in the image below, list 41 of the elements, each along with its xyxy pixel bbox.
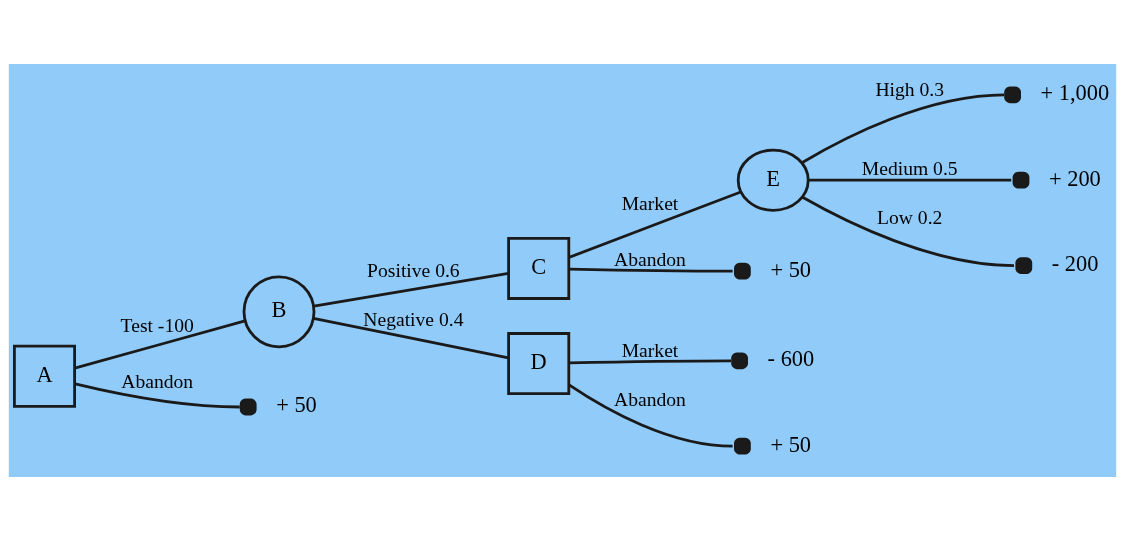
node-box: C bbox=[507, 236, 571, 300]
edge-label: Abandon bbox=[614, 248, 686, 270]
edge-label: Positive 0.6 bbox=[367, 260, 460, 282]
edge-label: Market bbox=[621, 339, 679, 361]
connector bbox=[808, 178, 1012, 182]
node-label: + 1,000 bbox=[1040, 80, 1110, 106]
node-dot bbox=[1004, 86, 1021, 104]
edge-label: Test -100 bbox=[120, 314, 194, 336]
node-box: A bbox=[13, 344, 76, 408]
node-dot bbox=[731, 352, 748, 370]
node-label: - 200 bbox=[1051, 250, 1099, 276]
edge-label: Abandon bbox=[614, 388, 686, 410]
connector bbox=[569, 267, 733, 273]
connector bbox=[313, 271, 509, 308]
edge-label: Medium 0.5 bbox=[861, 157, 958, 179]
node-box: D bbox=[507, 332, 571, 396]
node-label: - 600 bbox=[767, 346, 815, 372]
connector bbox=[313, 317, 509, 360]
edge-label: High 0.3 bbox=[875, 79, 944, 101]
connector bbox=[568, 190, 742, 259]
node-dot bbox=[239, 398, 257, 416]
node-label: + 50 bbox=[276, 392, 317, 418]
node-ellipse: E bbox=[736, 148, 810, 212]
connector bbox=[801, 195, 1015, 267]
node-label: + 50 bbox=[770, 256, 812, 282]
connector bbox=[569, 359, 732, 365]
node-dot bbox=[734, 437, 751, 455]
node-dot bbox=[1015, 257, 1033, 274]
edge-label: Abandon bbox=[121, 370, 194, 392]
connector bbox=[74, 382, 240, 409]
node-dot bbox=[734, 262, 751, 280]
edge-label: Low 0.2 bbox=[877, 206, 943, 228]
node-label: + 200 bbox=[1049, 165, 1101, 191]
node-circle: B bbox=[242, 275, 316, 349]
node-label: + 50 bbox=[770, 431, 812, 457]
edge-label: Market bbox=[621, 192, 679, 214]
edge-label: Negative 0.4 bbox=[363, 309, 464, 331]
node-dot bbox=[1012, 171, 1030, 189]
connector bbox=[74, 319, 246, 370]
connector bbox=[801, 93, 1005, 164]
connector bbox=[568, 383, 733, 448]
